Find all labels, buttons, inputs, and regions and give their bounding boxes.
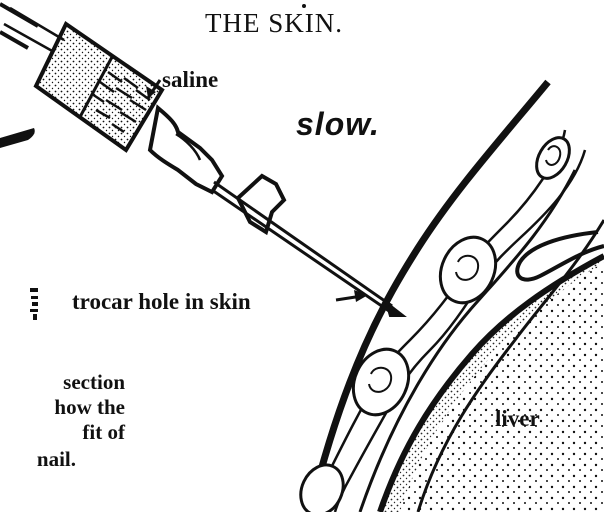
trocar-label: trocar hole in skin	[72, 290, 251, 313]
liver-label: liver	[495, 407, 540, 430]
caption-line-4: nail.	[0, 449, 76, 470]
saline-label: saline	[162, 68, 218, 91]
slow-annotation: slow.	[296, 108, 380, 140]
left-fragment-mark	[30, 288, 38, 320]
page-title: THE SKIN.	[205, 10, 343, 37]
caption-line-1: section	[0, 372, 125, 393]
caption-line-3: fit of	[0, 422, 125, 443]
caption-line-2: how the	[0, 397, 125, 418]
syringe	[0, 4, 404, 316]
